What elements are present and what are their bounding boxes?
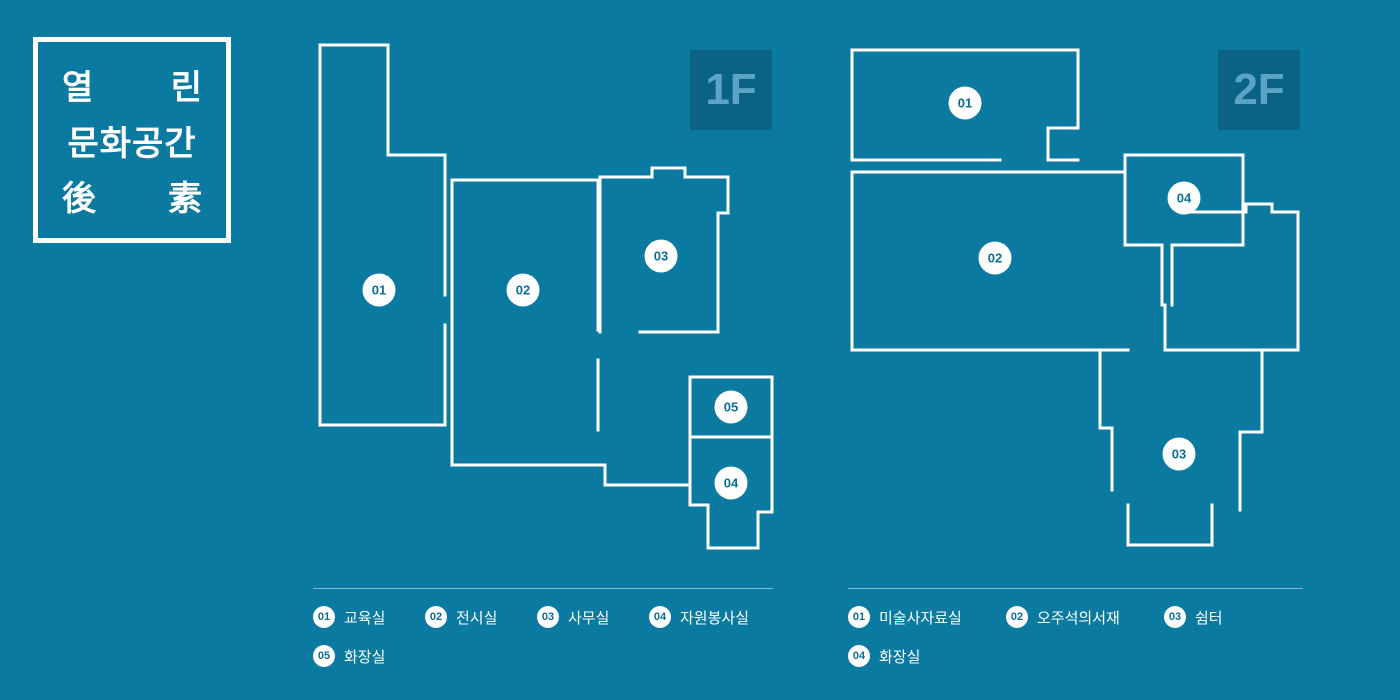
legend-2f: 01 미술사자료실 02 오주석의서재 03 쉼터 04 화장실 [848, 588, 1303, 667]
title-line-3: 後 素 [62, 171, 202, 220]
room-marker-1f-04: 04 [714, 466, 748, 500]
legend-number-badge: 03 [537, 606, 559, 628]
legend-label: 오주석의서재 [1037, 609, 1120, 627]
legend-item-2f-04: 04 화장실 [848, 645, 920, 667]
legend-item-2f-03: 03 쉼터 [1164, 606, 1223, 628]
floor-outline-1f-rooms-04-05 [688, 375, 774, 550]
floor-label-1f: 1F [690, 50, 772, 130]
legend-item-2f-02: 02 오주석의서재 [1006, 606, 1164, 628]
legend-row: 01 미술사자료실 02 오주석의서재 03 쉼터 [848, 606, 1303, 628]
legend-number-badge: 02 [425, 606, 447, 628]
legend-label: 화장실 [344, 648, 386, 666]
title-char: 後 [62, 179, 96, 218]
title-line-2: 문화공간 [67, 124, 197, 163]
legend-number-badge: 01 [313, 606, 335, 628]
legend-divider [313, 588, 773, 589]
legend-item-1f-04: 04 자원봉사실 [649, 606, 749, 628]
legend-divider [848, 588, 1303, 589]
legend-row: 04 화장실 [848, 645, 1303, 667]
legend-item-2f-01: 01 미술사자료실 [848, 606, 1006, 628]
room-marker-2f-02: 02 [978, 241, 1012, 275]
legend-number-badge: 03 [1164, 606, 1186, 628]
legend-item-1f-02: 02 전시실 [425, 606, 537, 628]
floor-outline-2f-right-wing [1163, 202, 1300, 352]
room-marker-1f-03: 03 [644, 239, 678, 273]
legend-label: 화장실 [879, 648, 921, 666]
legend-label: 사무실 [568, 609, 610, 627]
legend-label: 전시실 [456, 609, 498, 627]
floor-outline-2f-room-04 [1123, 153, 1245, 307]
legend-item-1f-01: 01 교육실 [313, 606, 425, 628]
title-char: 열 [62, 69, 94, 108]
floor-outline-2f-room-02 [850, 170, 1130, 352]
room-marker-1f-01: 01 [362, 273, 396, 307]
legend-label: 자원봉사실 [680, 609, 750, 627]
room-marker-1f-05: 05 [714, 390, 748, 424]
legend-number-badge: 05 [313, 645, 335, 667]
legend-row: 05 화장실 [313, 645, 773, 667]
room-marker-2f-03: 03 [1162, 437, 1196, 471]
room-marker-1f-02: 02 [506, 273, 540, 307]
floor-outline-1f-room-02 [450, 178, 690, 487]
room-marker-2f-04: 04 [1167, 181, 1201, 215]
legend-label: 미술사자료실 [879, 609, 962, 627]
floor-plan-1f-drawing [318, 43, 774, 550]
floor-plan-2f-drawing [850, 48, 1300, 547]
floor-outline-1f-room-03 [598, 166, 730, 334]
site-title-box: 열 린 문화공간 後 素 [33, 37, 231, 243]
floor-outline-2f-room-01 [850, 48, 1080, 162]
legend-number-badge: 02 [1006, 606, 1028, 628]
legend-1f: 01 교육실 02 전시실 03 사무실 04 자원봉사실 05 화장실 [313, 588, 773, 667]
floor-outline-1f-room-01 [318, 43, 447, 427]
floor-label-2f: 2F [1218, 50, 1300, 130]
floor-outline-2f-room-03 [1098, 348, 1264, 547]
room-marker-2f-01: 01 [948, 86, 982, 120]
legend-number-badge: 01 [848, 606, 870, 628]
title-char: 素 [168, 179, 202, 218]
legend-label: 교육실 [344, 609, 386, 627]
legend-number-badge: 04 [649, 606, 671, 628]
legend-item-1f-03: 03 사무실 [537, 606, 649, 628]
title-char: 린 [170, 69, 202, 108]
legend-number-badge: 04 [848, 645, 870, 667]
title-line-1: 열 린 [62, 60, 202, 109]
legend-item-1f-05: 05 화장실 [313, 645, 385, 667]
legend-label: 쉼터 [1195, 609, 1223, 627]
legend-row: 01 교육실 02 전시실 03 사무실 04 자원봉사실 [313, 606, 773, 628]
